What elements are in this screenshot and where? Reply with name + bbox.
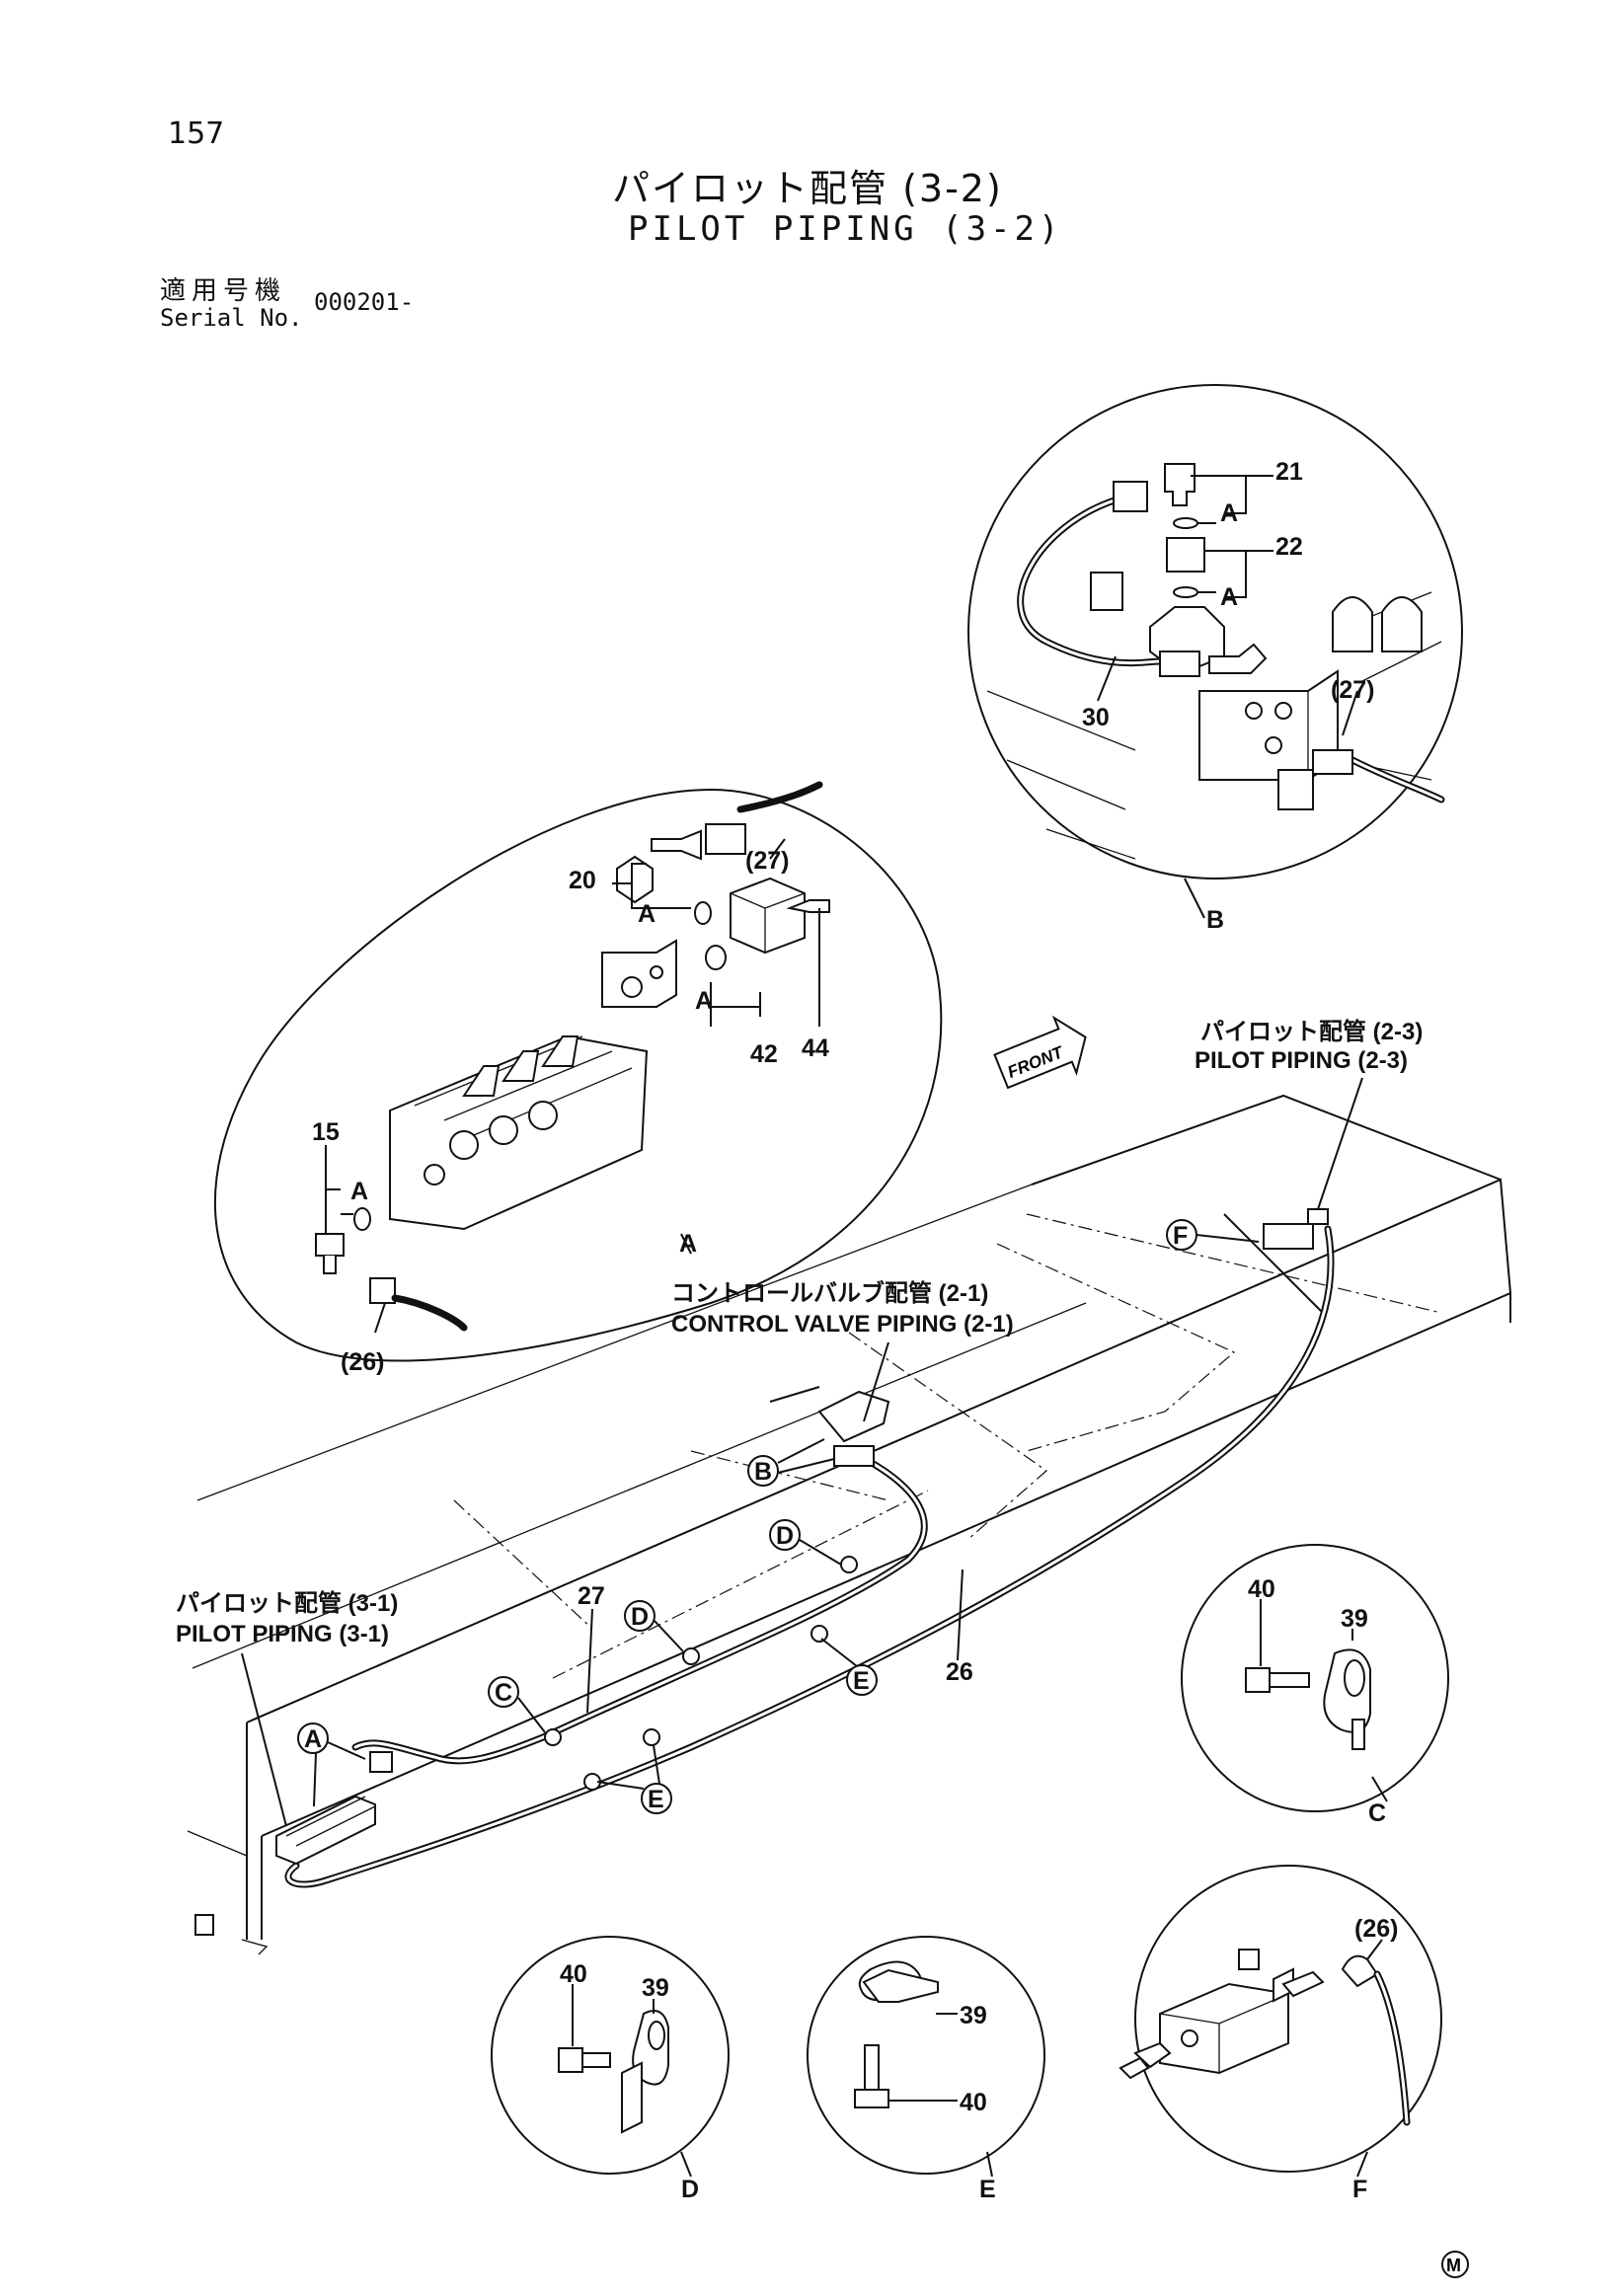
hose-26-label: 26 (946, 1658, 973, 1686)
b-sub-a2: A (1220, 583, 1238, 611)
ref-pilot-3-1-en: PILOT PIPING (3-1) (176, 1621, 389, 1647)
front-arrow-icon: FRONT (993, 1015, 1087, 1090)
b-sub-a1: A (1220, 499, 1238, 527)
d-letter: D (681, 2176, 699, 2203)
callout-d1: D (769, 1519, 842, 1566)
page-title-en: PILOT PIPING (3-2) (628, 209, 1063, 249)
svg-text:B: B (754, 1458, 772, 1486)
hose-27-label: 27 (578, 1582, 605, 1610)
ref-pilot-2-3-jp: パイロット配管 (2-3) (1200, 1018, 1423, 1045)
callout-f: F (1166, 1219, 1260, 1251)
a-part-42: 42 (750, 1040, 778, 1068)
svg-text:C: C (495, 1679, 512, 1707)
a-part-20: 20 (569, 867, 596, 894)
serial-value: 000201- (314, 288, 415, 316)
callout-a: A (297, 1722, 366, 1807)
detail-e-view (807, 1936, 1045, 2178)
callout-e1: E (820, 1638, 878, 1696)
ref-cv-2-1-jp: コントロールバルブ配管 (2-1) (671, 1279, 988, 1307)
svg-text:F: F (1173, 1222, 1188, 1250)
callout-d2: D (624, 1600, 684, 1652)
detail-a-view (213, 781, 943, 1362)
serial-label-en: Serial No. (160, 304, 303, 332)
a-part-26: (26) (341, 1348, 384, 1376)
a-part-27: (27) (745, 847, 789, 875)
ref-cv-2-1-leader (863, 1341, 889, 1422)
e-letter: E (979, 2176, 996, 2203)
ref-cv-2-1-en: CONTROL VALVE PIPING (2-1) (671, 1311, 1014, 1338)
detail-f-view (1119, 1865, 1442, 2178)
ref-pilot-3-1-jp: パイロット配管 (3-1) (176, 1589, 398, 1617)
e-part-39: 39 (960, 2002, 987, 2029)
c-letter: C (1368, 1799, 1386, 1827)
c-part-39: 39 (1341, 1605, 1368, 1633)
detail-d-view (491, 1936, 730, 2178)
corner-mark: M (1441, 2251, 1469, 2278)
f-letter: F (1352, 2176, 1367, 2203)
svg-text:D: D (631, 1603, 649, 1631)
main-frame (187, 1094, 1512, 1955)
svg-text:A: A (304, 1725, 322, 1753)
b-part-22: 22 (1275, 533, 1303, 561)
ref-pilot-3-1-leader (241, 1652, 287, 1827)
b-part-30: 30 (1082, 704, 1110, 731)
b-letter: B (1206, 906, 1224, 934)
callout-b: B (747, 1438, 835, 1487)
a-sub-a1: A (638, 900, 656, 928)
a-part-15: 15 (312, 1118, 340, 1146)
a-sub-a2: A (695, 987, 713, 1015)
detail-c-view (1181, 1544, 1449, 1812)
d-part-40: 40 (560, 1960, 587, 1988)
page-title-jp: パイロット配管 (3-2) (612, 167, 1003, 210)
svg-text:E: E (853, 1667, 870, 1695)
a-part-44: 44 (802, 1034, 829, 1062)
svg-text:E: E (648, 1786, 664, 1813)
c-part-40: 40 (1248, 1575, 1275, 1603)
serial-label-jp: 適用号機 (160, 276, 287, 306)
a-letter: A (679, 1230, 697, 1258)
svg-text:D: D (776, 1522, 794, 1550)
ref-pilot-2-3-en: PILOT PIPING (2-3) (1195, 1047, 1408, 1074)
a-sub-a3: A (350, 1178, 368, 1205)
ref-pilot-2-3-leader (1317, 1077, 1363, 1210)
e-part-40: 40 (960, 2089, 987, 2116)
f-part-26: (26) (1354, 1915, 1398, 1943)
detail-b-view (967, 384, 1463, 919)
d-part-39: 39 (642, 1974, 669, 2002)
callout-c: C (488, 1676, 546, 1733)
b-part-21: 21 (1275, 458, 1303, 486)
svg-text:M: M (1446, 2256, 1461, 2275)
page-number: 157 (168, 116, 225, 151)
callout-e2: E (596, 1744, 672, 1814)
b-part-27: (27) (1331, 676, 1374, 704)
